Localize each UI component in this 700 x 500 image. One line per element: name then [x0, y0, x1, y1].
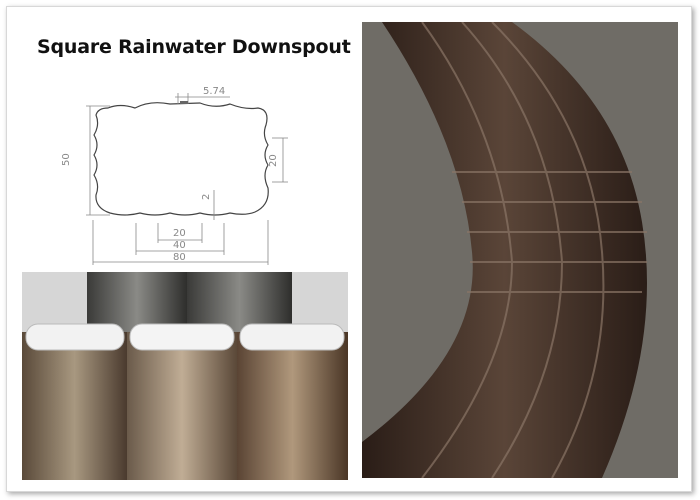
dim-rib-depth: 2: [201, 194, 212, 200]
seam-mark: [180, 101, 188, 104]
dim-mid-span: 40: [173, 240, 186, 251]
bent-downspout-photo: [362, 22, 678, 478]
downspout-finishes-photo: [22, 272, 348, 480]
dim-side-rib: 20: [268, 154, 279, 167]
dim-width: 80: [173, 252, 186, 263]
profile-outline: [93, 102, 269, 216]
downspout-samples: [22, 272, 348, 480]
diagram-title: Square Rainwater Downspout: [37, 36, 351, 58]
downspout-profile-diagram: 5.74 50 20 2 20 40 80: [61, 86, 288, 265]
dim-top-gap: 5.74: [203, 86, 225, 97]
bronze-elbow: [362, 22, 678, 478]
dim-height: 50: [61, 153, 72, 166]
dim-inner-pitch: 20: [173, 228, 186, 239]
dimension-lines: [86, 93, 288, 265]
